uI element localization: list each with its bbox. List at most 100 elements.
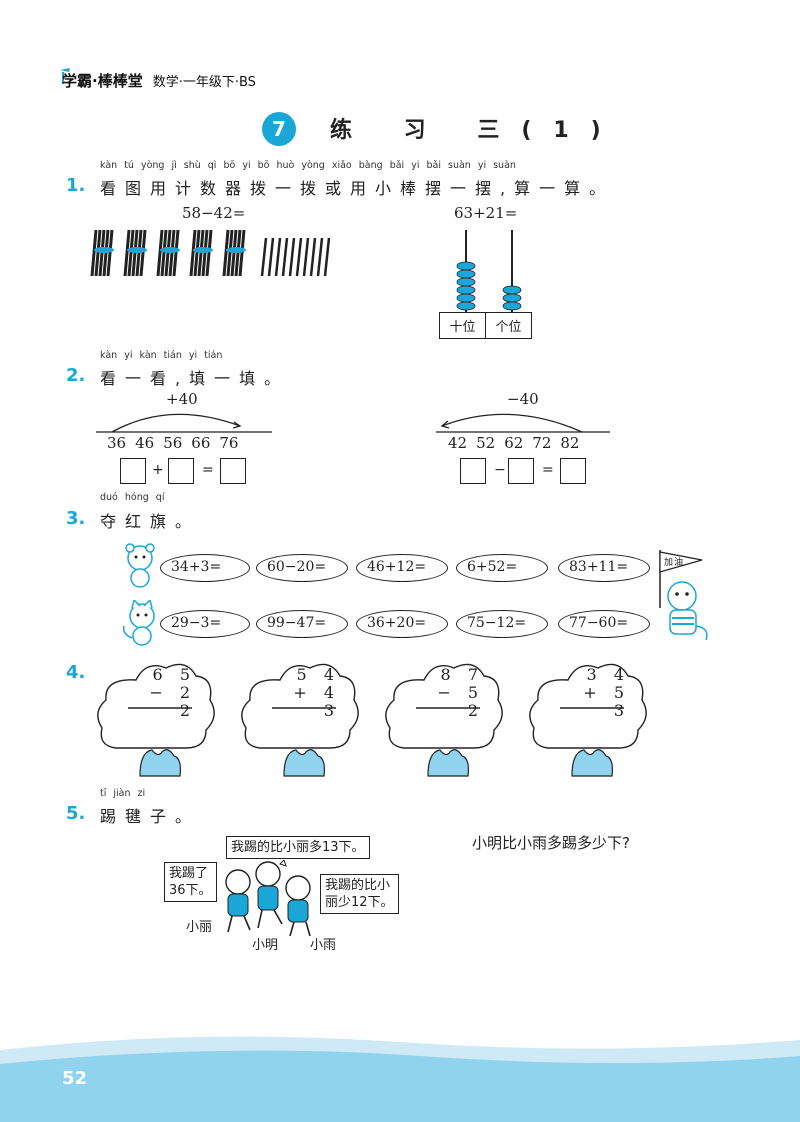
abacus-bead	[456, 261, 476, 271]
stick	[106, 229, 114, 277]
q5-number: 5.	[66, 803, 86, 824]
tick-label: 62	[504, 434, 524, 452]
abacus-bead	[456, 277, 476, 287]
stick	[230, 229, 238, 277]
name-xiaoming: 小明	[252, 938, 279, 953]
answer-box[interactable]	[220, 458, 246, 484]
race-problem[interactable]: 34+3=	[160, 554, 250, 582]
q2-right-ticks: 42 52 62 72 82	[448, 434, 579, 452]
calc-op: +	[293, 683, 313, 702]
stick	[189, 229, 197, 277]
footer-wave	[0, 1036, 800, 1122]
race-problem[interactable]: 46+12=	[356, 554, 448, 582]
single-sticks	[260, 237, 331, 277]
bundle-tie	[94, 247, 114, 253]
vertical-calc: 3 4 + 5 3	[574, 666, 630, 720]
tick-label: 66	[191, 434, 211, 452]
bubble-line: 我踢的比小	[325, 878, 391, 893]
stick	[127, 229, 135, 277]
stick	[295, 237, 303, 277]
abacus-bead	[456, 301, 476, 311]
race-problem[interactable]: 75−12=	[456, 610, 548, 638]
stick-bundle	[156, 229, 180, 277]
tree-cloud	[241, 663, 359, 777]
tick-label: 42	[448, 434, 468, 452]
q2-right-op: −40	[507, 390, 539, 408]
calc-bottom: + 4 3	[284, 684, 340, 720]
tick-label: 82	[560, 434, 580, 452]
stick	[222, 229, 230, 277]
stick	[226, 229, 234, 277]
bubble-line: 丽少12下。	[325, 895, 394, 910]
bubble-line: 36下。	[169, 883, 212, 898]
vertical-calc: 6 5 − 2 2	[140, 666, 196, 720]
answer-box[interactable]	[120, 458, 146, 484]
abacus-ones-label: 个位	[485, 312, 532, 339]
calc-op: +	[583, 683, 603, 702]
calc-bottom-num: 5 2	[467, 683, 484, 720]
abacus-bead	[456, 293, 476, 303]
race-problem[interactable]: 77−60=	[558, 610, 650, 638]
answer-box[interactable]	[508, 458, 534, 484]
calc-op: −	[437, 683, 457, 702]
minus-sign: −	[494, 462, 506, 478]
stick	[197, 229, 205, 277]
stick	[123, 229, 131, 277]
q4-tree-clouds	[97, 663, 647, 777]
abacus-bead	[456, 285, 476, 295]
flag-text: 加油	[664, 558, 685, 568]
stick	[102, 229, 110, 277]
stick-bundle	[222, 229, 246, 277]
ice-base	[283, 749, 325, 777]
calc-bottom: − 2 2	[140, 684, 196, 720]
stick-bundle	[123, 229, 147, 277]
q3-pinyin: duó hóng qí	[100, 492, 165, 503]
calc-top: 8 7	[440, 665, 484, 684]
ice-base	[571, 749, 613, 777]
q2-instruction: 看一看,填一填。	[100, 369, 290, 388]
race-problem[interactable]: 83+11=	[558, 554, 650, 582]
ones-beads	[502, 285, 522, 311]
stick-bundles	[90, 229, 246, 277]
page-number: 52	[62, 1068, 88, 1089]
q2-number: 2.	[66, 365, 86, 386]
stick	[288, 237, 296, 277]
stick	[205, 229, 213, 277]
children-kicking-shuttlecock	[225, 860, 311, 937]
race-problem[interactable]: 60−20=	[256, 554, 348, 582]
q1-pinyin: kàn tú yòng jì shù qì bō yi bō huò yòng …	[100, 160, 516, 171]
race-problem[interactable]: 36+20=	[356, 610, 448, 638]
stick	[238, 229, 246, 277]
tick-label: 72	[532, 434, 552, 452]
calc-bottom: − 5 2	[428, 684, 484, 720]
kitten-icon	[122, 600, 155, 646]
left-arc	[111, 413, 241, 433]
cloud-shapes	[97, 663, 647, 777]
race-problem[interactable]: 6+52=	[456, 554, 548, 582]
answer-box[interactable]	[460, 458, 486, 484]
calc-bottom: + 5 3	[574, 684, 630, 720]
bundle-tie	[127, 247, 147, 253]
stick	[323, 237, 331, 277]
stick-bundle	[189, 229, 213, 277]
stick	[302, 237, 310, 277]
right-arc	[441, 413, 583, 433]
calc-bottom-num: 5 3	[613, 683, 630, 720]
name-xiaoli: 小丽	[186, 920, 213, 935]
stick	[172, 229, 180, 277]
stick	[274, 237, 282, 277]
q5-question: 小明比小雨多踢多少下?	[472, 834, 630, 852]
answer-box[interactable]	[168, 458, 194, 484]
stick	[281, 237, 289, 277]
header-brand: 学霸·棒棒堂数学·一年级下·BS	[62, 70, 256, 91]
calc-top: 3 4	[586, 665, 630, 684]
stick	[201, 229, 209, 277]
race-problem[interactable]: 29−3=	[160, 610, 250, 638]
stick	[316, 237, 324, 277]
answer-box[interactable]	[560, 458, 586, 484]
ice-base	[427, 749, 469, 777]
q2-number-lines	[96, 413, 610, 433]
race-problem[interactable]: 99−47=	[256, 610, 348, 638]
tick-label: 52	[476, 434, 496, 452]
abacus-counter	[456, 230, 522, 312]
